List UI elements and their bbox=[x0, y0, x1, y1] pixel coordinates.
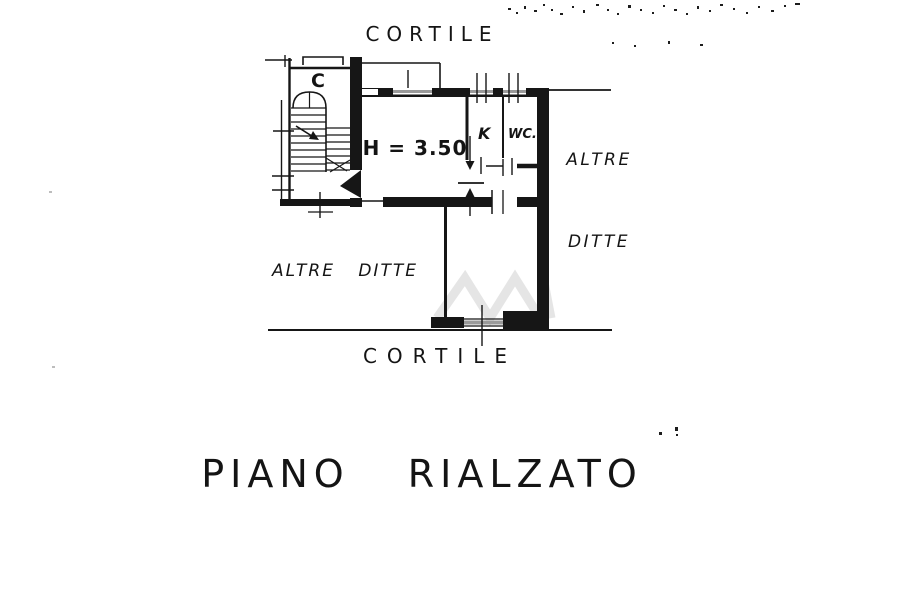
staircase bbox=[291, 91, 351, 173]
main-room-bottom-wall bbox=[383, 197, 492, 207]
stair-right-wall-upper bbox=[350, 57, 362, 170]
height-label: H = 3.50 bbox=[363, 136, 468, 160]
courtyard-label-top: CORTILE bbox=[365, 22, 498, 46]
wc-door bbox=[486, 158, 537, 176]
plan-title: PIANO RIALZATO bbox=[201, 452, 643, 496]
bottom-door-arrow bbox=[465, 188, 475, 216]
window-lower-room bbox=[464, 305, 503, 346]
stairwell-label: C bbox=[311, 70, 325, 92]
kitchen-door-arrow bbox=[465, 136, 475, 170]
scan-noise bbox=[49, 3, 800, 436]
flat-walls bbox=[352, 62, 549, 346]
wc-label: WC. bbox=[508, 127, 537, 142]
kitchen-label: K bbox=[478, 124, 492, 143]
lower-room-foot-right bbox=[503, 311, 545, 329]
window-wc bbox=[503, 73, 526, 103]
stairwell-block bbox=[265, 55, 362, 218]
window-kitchen bbox=[470, 73, 493, 103]
right-exterior-wall bbox=[537, 88, 549, 330]
adjacent-right-label-line2: DITTE bbox=[568, 232, 630, 252]
adjacent-left-label: ALTRE DITTE bbox=[271, 261, 418, 281]
entrance-door-leaf bbox=[340, 170, 361, 198]
stair-direction-arrow bbox=[295, 125, 319, 140]
site-boundary-lines bbox=[268, 89, 612, 331]
courtyard-label-bottom: CORTILE bbox=[363, 344, 517, 368]
lower-room-foot-left bbox=[431, 317, 464, 328]
stair-bottom-wall bbox=[280, 199, 362, 206]
window-main-room bbox=[393, 88, 432, 95]
adjacent-right-label-line1: ALTRE bbox=[565, 150, 631, 170]
stair-porch-outline bbox=[302, 56, 344, 65]
top-exterior-wall bbox=[352, 88, 548, 97]
